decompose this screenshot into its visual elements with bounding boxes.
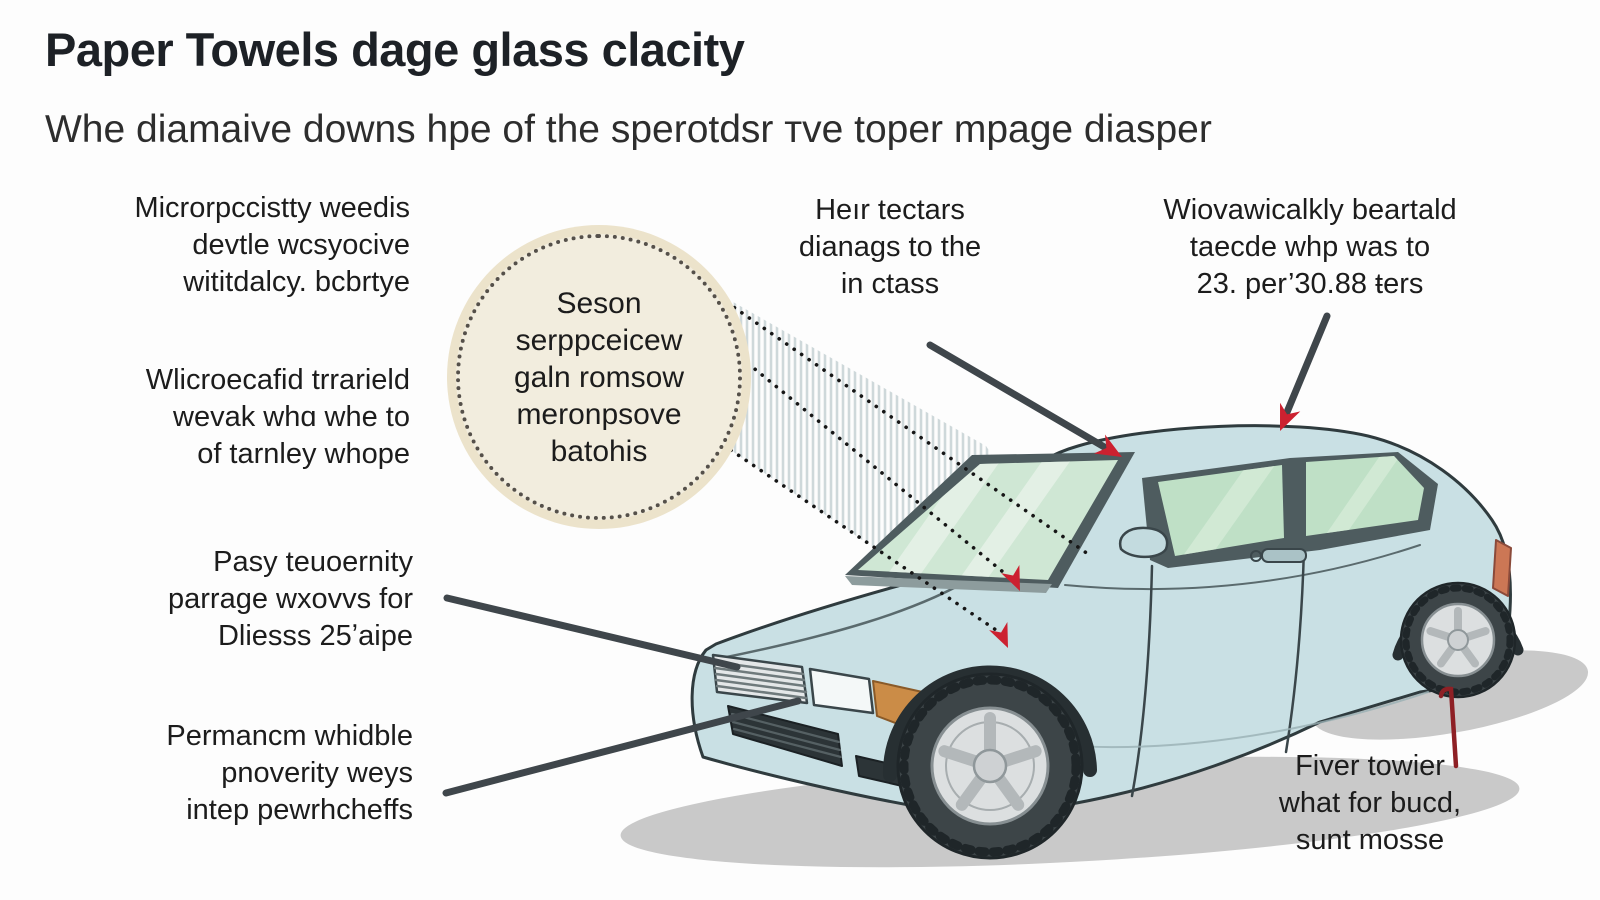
annotation-line: intep pewrhcheffs [186,794,413,826]
annotation-line: Dliesss 25ʼaipe [217,620,413,652]
rear-wheel-pointer [1438,686,1459,769]
annotation-line: wevak whɑ whe to [173,401,410,433]
annotation-block-left-1: Microrpccistty weedis devtle wcsyocive w… [38,190,410,301]
page-subtitle: Whe diamaive downs hpe of the sperotdsr … [45,108,1212,151]
annotation-block-left-2: Wlicroecafid trrarield wevak whɑ whe to … [38,362,410,473]
red-arrowhead-roof [1280,402,1301,431]
red-ray-arrowheads [989,565,1020,648]
annotation-line: of tarnley whope [197,438,410,470]
annotation-block-bottom-right: Fiver towier what for bucd, sunt mosse [1240,748,1500,859]
dotted-ray-top [710,290,1090,556]
annotation-line: dianags to the [798,231,982,263]
red-arrowheads [1093,402,1301,457]
dotted-rays [710,290,1090,632]
annotation-line: Fiver towier [1295,750,1445,782]
annotation-line: devtle wcsyocive [192,229,410,261]
annotation-line: sunt mosse [1295,824,1445,856]
tail-lamp [1492,539,1512,597]
front-wheel [882,665,1097,860]
annotation-line: Microrpccistty weedis [134,192,410,224]
arrow-to-grille [443,594,741,671]
cowl-strip [845,576,1052,593]
annotation-line: in ctass [840,268,940,300]
annotation-line: Heır tectars [815,194,965,226]
annotation-line: galn romsow [513,360,685,394]
annotation-line: parrage wxovvs for [168,583,413,615]
car-illustration [690,424,1524,860]
annotation-line: Wlicroecafid trrarield [145,364,410,396]
headlight [808,667,875,715]
annotation-line: Permancm whidble [166,720,413,752]
red-arrowhead-hood [1001,565,1020,591]
page-title: Paper Towels dage glass clacity [45,23,745,76]
info-circle: Seson serppceicew galn romsow meronpsove… [456,234,742,520]
annotation-line: taecde whp was to [1189,231,1431,263]
annotation-line: Wiovawicalkly beartald [1163,194,1457,226]
annotation-line: wititdalcy. bcbrtye [183,266,410,298]
annotation-line: serppceicew [515,323,683,357]
annotation-line: 23. per’30.88 ŧers [1196,268,1424,300]
rear-wheel [1392,581,1524,699]
annotation-block-left-3: Pasy teuoernity parrage wxovvs for Dlies… [38,544,413,655]
arrow-to-headlight [442,697,802,797]
annotation-block-top-center: Heır tectars dianags to the in ctass [760,192,1020,303]
arrow-to-roof [1281,312,1331,421]
annotation-line: Seson [556,286,642,320]
annotation-line: pnoverity weys [221,757,413,789]
annotation-line: what for bucd, [1278,787,1462,819]
annotation-block-top-right: Wiovawicalkly beartald taecde whp was to… [1108,192,1512,303]
annotation-block-left-4: Permancm whidble pnoverity weys intep pe… [38,718,413,829]
side-mirror [1118,526,1169,559]
arrow-to-windshield [926,341,1110,452]
dotted-ray-bottom [714,438,998,632]
red-arrowhead-fender [989,622,1008,648]
annotation-line: Pasy teuoernity [213,546,413,578]
info-circle-text: Seson serppceicew galn romsow meronpsove… [514,285,684,470]
annotation-line: batohis [550,434,648,468]
annotation-arrows [442,312,1331,797]
door-handle [1261,548,1307,563]
red-arrowhead-windshield [1093,434,1122,457]
annotation-line: meronpsove [516,397,682,431]
